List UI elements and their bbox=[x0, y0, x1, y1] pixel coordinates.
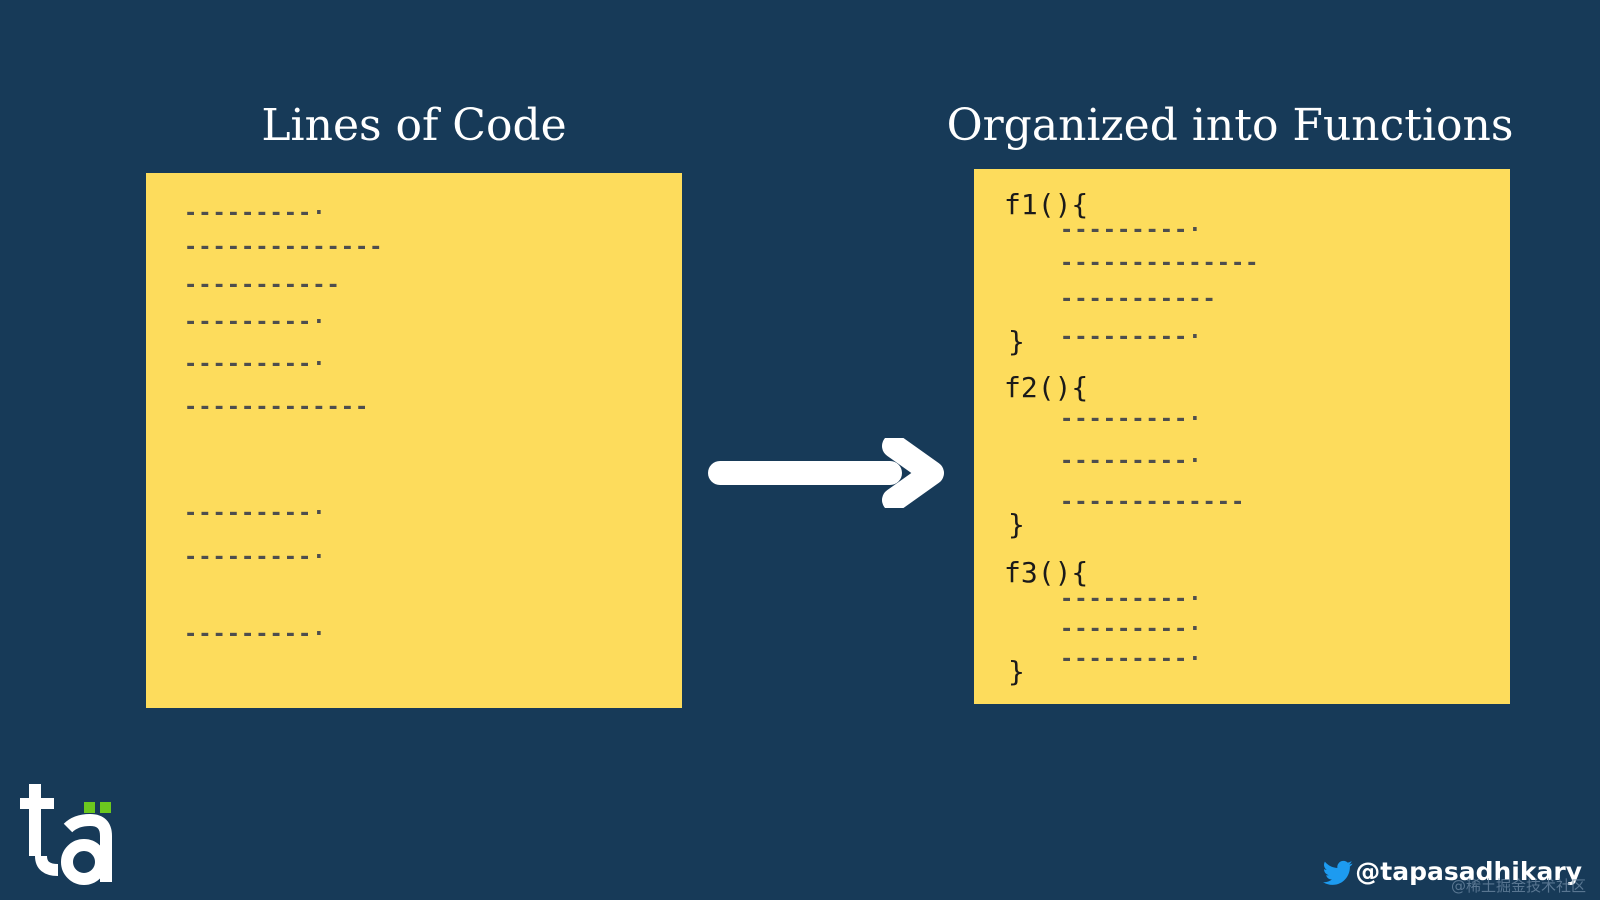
function-line: ---------· bbox=[1060, 325, 1203, 350]
function-f1-header: f1(){ bbox=[1004, 188, 1089, 221]
organized-functions-title: Organized into Functions bbox=[946, 100, 1514, 151]
function-line: -------------- bbox=[1060, 251, 1260, 276]
watermark: @稀土掘金技术社区 bbox=[1450, 877, 1586, 895]
function-line: ---------· bbox=[1060, 449, 1203, 474]
function-f3-close-brace: } bbox=[1008, 655, 1025, 688]
twitter-handle-text: @tapasadhikary bbox=[1355, 857, 1582, 886]
code-line: ---------· bbox=[184, 622, 327, 647]
function-line: ---------· bbox=[1060, 587, 1203, 612]
lines-of-code-title: Lines of Code bbox=[261, 100, 567, 151]
function-f3-header: f3(){ bbox=[1004, 556, 1089, 589]
code-line: -------------- bbox=[184, 235, 384, 260]
code-line: ---------· bbox=[184, 201, 327, 226]
code-line: ---------· bbox=[184, 501, 327, 526]
right-arrow-icon bbox=[708, 438, 944, 508]
ta-logo-icon bbox=[20, 784, 112, 885]
twitter-bird-icon bbox=[1323, 860, 1353, 885]
code-line: ----------- bbox=[184, 273, 341, 298]
code-line: ---------· bbox=[184, 352, 327, 377]
code-line: ------------- bbox=[184, 395, 370, 420]
function-line: ----------- bbox=[1060, 287, 1217, 312]
function-line: ---------· bbox=[1060, 617, 1203, 642]
function-f2-header: f2(){ bbox=[1004, 371, 1089, 404]
functions-panel: f1(){ ---------· -------------- --------… bbox=[974, 169, 1510, 704]
function-f2-close-brace: } bbox=[1008, 508, 1025, 541]
function-line: ---------· bbox=[1060, 647, 1203, 672]
lines-of-code-panel: ---------· -------------- ----------- --… bbox=[146, 173, 682, 708]
function-line: ---------· bbox=[1060, 218, 1203, 243]
twitter-handle[interactable]: @tapasadhikary bbox=[1323, 857, 1582, 886]
function-line: ---------· bbox=[1060, 407, 1203, 432]
code-line: ---------· bbox=[184, 545, 327, 570]
function-f1-close-brace: } bbox=[1008, 325, 1025, 358]
function-line: ------------- bbox=[1060, 490, 1246, 515]
code-line: ---------· bbox=[184, 310, 327, 335]
